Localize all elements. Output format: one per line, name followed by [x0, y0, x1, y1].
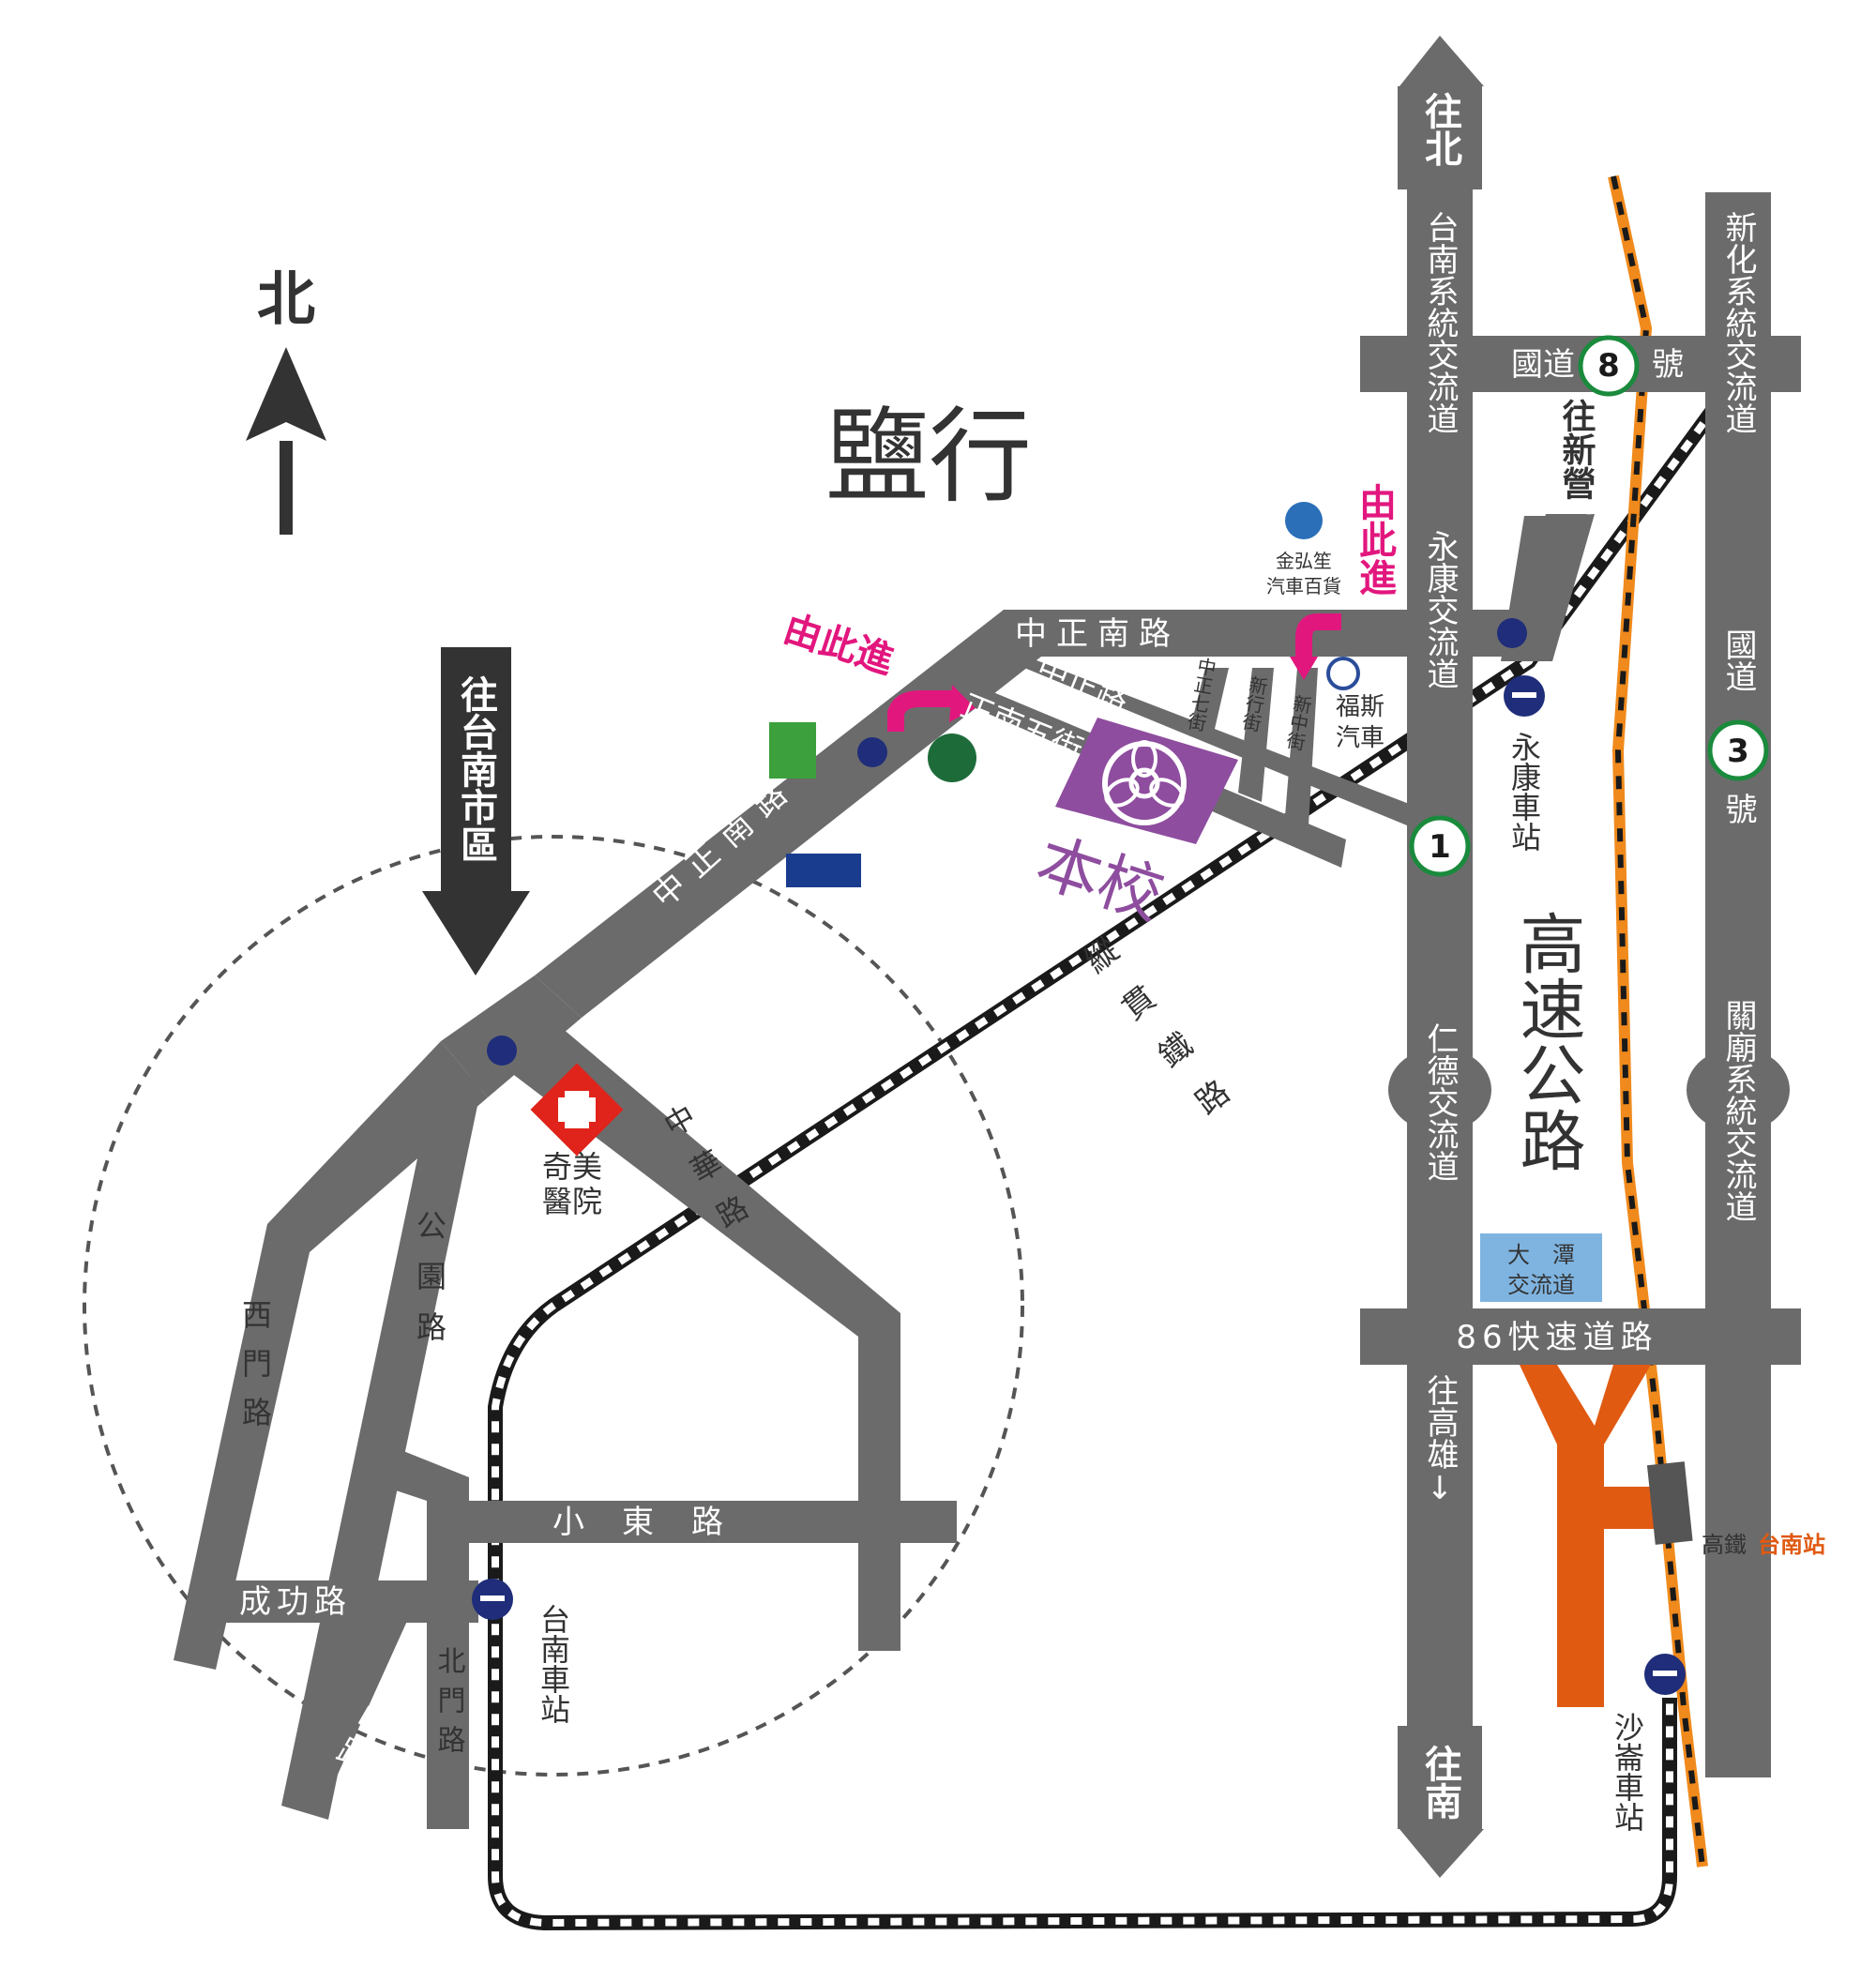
school-label: 本校 [1027, 824, 1172, 934]
hsr-station-name: 台南站 [1758, 1532, 1825, 1558]
national-8-shield-icon [1578, 335, 1640, 397]
zhongzheng-top-label: 中正南路 [1015, 615, 1180, 653]
freeway-1-num: 1 [1429, 828, 1451, 866]
freeway-3 [1687, 192, 1790, 1777]
national-3-shield-icon [1707, 719, 1769, 781]
vw-label-2: 汽車 [1336, 724, 1384, 752]
xinzhong-street [1285, 668, 1318, 825]
national-3-num: 3 [1727, 733, 1749, 770]
enter-here-2: 由此進 [1353, 483, 1397, 596]
city-area-circle [83, 835, 1024, 1777]
zhonghua-road [488, 1013, 900, 1651]
tainan-station-label: 台南車站 [536, 1604, 571, 1724]
north-label: 北 [257, 265, 315, 333]
amart-logo-icon [769, 722, 816, 779]
carrefour-logo-icon [786, 854, 861, 887]
chenggong-label: 成功路 [239, 1583, 352, 1621]
jinhongsheng-label-2: 汽車百貨 [1266, 575, 1341, 597]
yongkang-station-label: 永康車站 [1506, 732, 1542, 852]
zhongzheng-small-road [1008, 658, 1416, 825]
shalun-station-label: 沙崙車站 [1610, 1712, 1645, 1832]
jinhongsheng-logo-icon [1285, 502, 1323, 539]
zhongzheng-south-road [441, 610, 1548, 1097]
hsr-station-prefix: 高鐵 [1702, 1532, 1747, 1558]
zhongshan-road [286, 1590, 413, 1806]
railway-label: 縱貫鐵路 [1074, 932, 1251, 1144]
datan-line2: 交流道 [1507, 1272, 1575, 1298]
to-kaohsiung-label: 往高雄↓ [1421, 1374, 1459, 1507]
yongkang-interchange-label: 永康交流道 [1421, 530, 1459, 689]
gongyuan-road [281, 1069, 483, 1820]
datan-interchange-box [1480, 1233, 1602, 1302]
zhongzheng-small-label: 中正路 [1031, 649, 1134, 719]
national-3-suffix: 號 [1719, 793, 1757, 824]
tainan-station-icon [472, 1579, 513, 1620]
national-3-label: 國道 [1719, 628, 1757, 692]
enter-arrow-2 [1295, 613, 1341, 661]
expressway-86-label: 86快速道路 [1456, 1319, 1657, 1356]
to-city-label: 往台南市區 [454, 675, 498, 863]
hospital-label-2: 醫院 [542, 1184, 602, 1219]
zhongzheng-7th-street [1189, 668, 1229, 741]
expressway-86 [1360, 1308, 1801, 1365]
enter-arrow-1 [887, 690, 957, 732]
school-logo-icon [1102, 740, 1187, 825]
school-block [1055, 718, 1238, 844]
to-city-arrow [422, 647, 530, 975]
datan-line1: 大 潭 [1507, 1242, 1575, 1268]
beimen-road [427, 1491, 469, 1829]
jinhongsheng-label-1: 金弘笙 [1276, 550, 1332, 572]
highway-name-label: 高速公路 [1509, 910, 1586, 1172]
shalun-station-icon [1644, 1654, 1686, 1695]
freeway-1 [1388, 36, 1491, 1878]
rende-interchange-label: 仁德交流道 [1421, 1022, 1459, 1182]
vw-label-1: 福斯 [1336, 693, 1384, 721]
starbucks-logo-icon [928, 733, 976, 782]
xinxing-street [1238, 668, 1274, 802]
beimen-label: 北門路 [432, 1646, 465, 1764]
guanmiao-interchange-label: 關廟系統交流道 [1719, 999, 1757, 1222]
national-8-num: 8 [1597, 347, 1620, 385]
gongyuan-label: 公園路 [412, 1210, 447, 1362]
xinhua-interchange-label: 新化系統交流道 [1719, 211, 1757, 434]
area-name: 鹽行 [825, 397, 1032, 517]
tainan-interchange-label: 台南系統交流道 [1421, 211, 1459, 434]
hospital-label-1: 奇美 [542, 1149, 602, 1185]
hsr-access-road [1520, 1365, 1679, 1707]
vw-logo-icon [1326, 657, 1360, 690]
to-north-label: 往北 [1418, 92, 1462, 167]
enter-here-1: 由此進 [779, 607, 899, 683]
hsr-track [1608, 174, 1708, 1868]
freeway-1-shield-icon [487, 618, 1527, 1066]
to-xinying-label: 往新營 [1557, 399, 1596, 500]
to-south-label: 往南 [1418, 1745, 1462, 1820]
connector-road [385, 1449, 469, 1515]
xiaodong-road [427, 1501, 957, 1543]
national-8-suffix: 號 [1652, 346, 1684, 384]
yongkang-station-icon [1504, 675, 1545, 717]
railway-line [488, 401, 1723, 1931]
hsr-station-block [1646, 1461, 1693, 1545]
national-8-label: 國道 [1511, 346, 1575, 384]
north-arrow-icon [246, 347, 326, 535]
hospital-cross-icon [530, 1063, 624, 1157]
xiaodong-label: 小東路 [552, 1504, 761, 1541]
ximen-label: 西門路 [237, 1299, 273, 1445]
